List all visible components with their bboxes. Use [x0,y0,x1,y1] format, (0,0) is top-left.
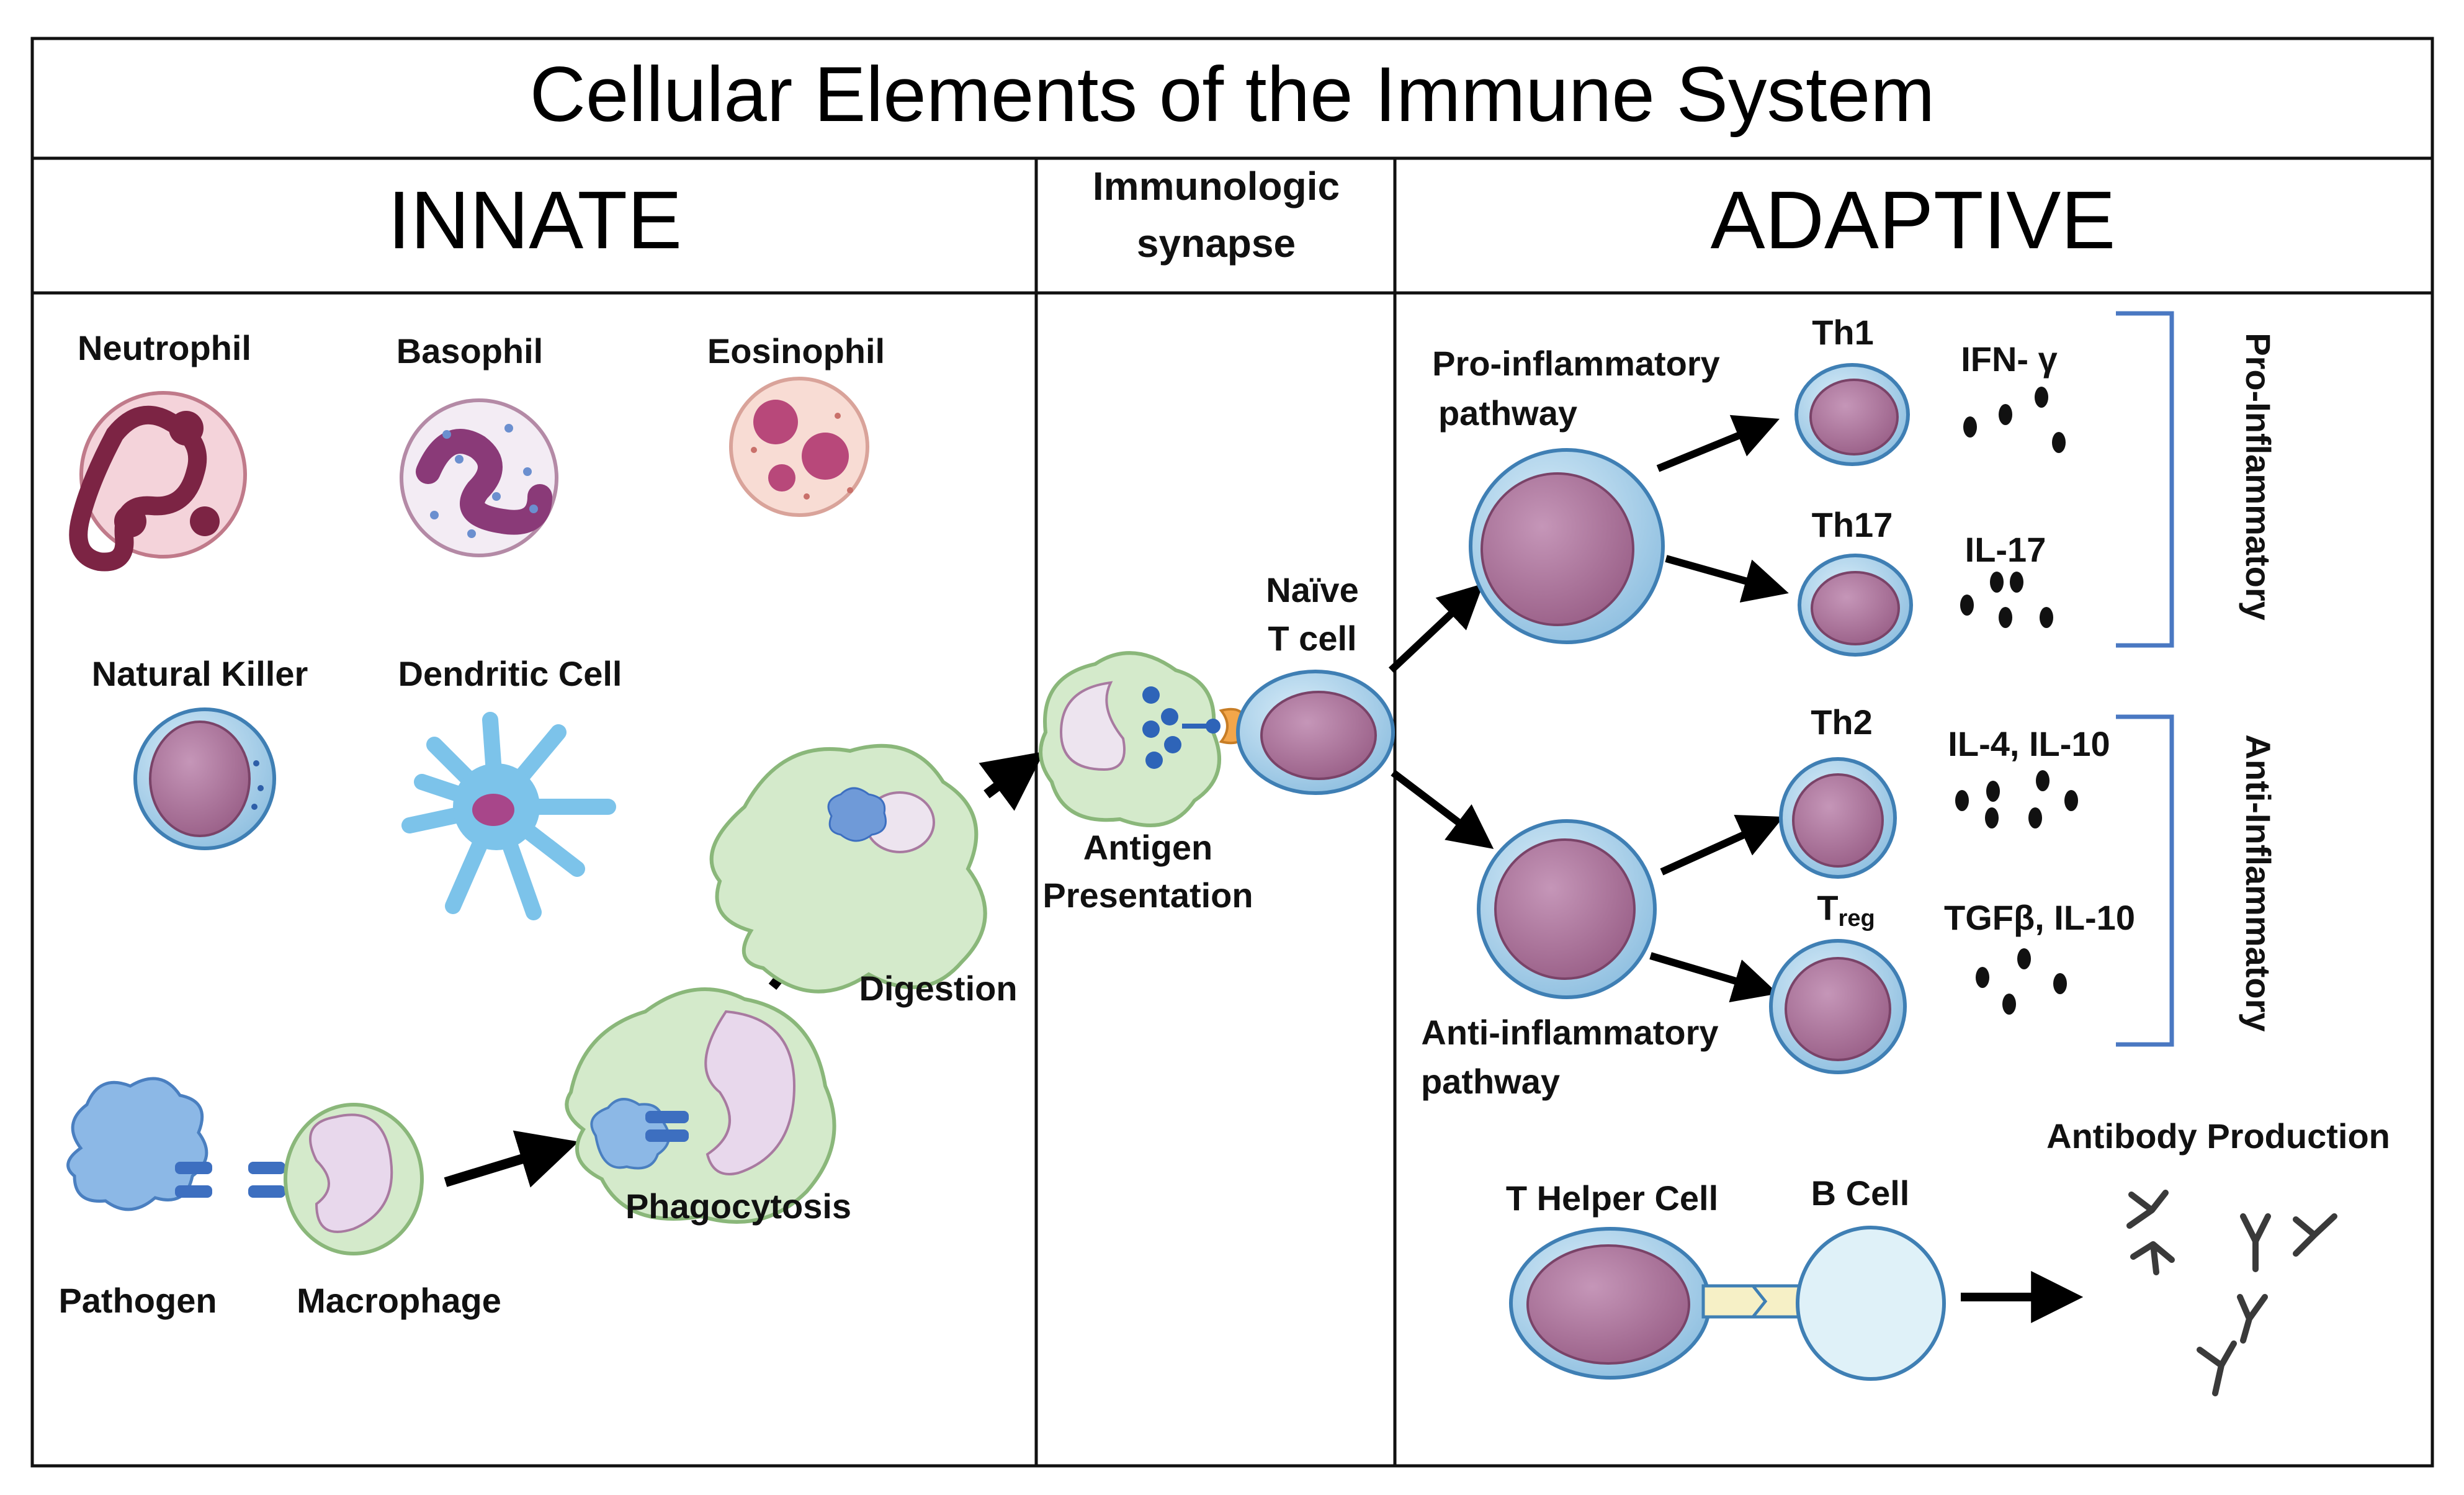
b-cell [1796,1226,1946,1381]
adaptive-header: ADAPTIVE [1711,174,2116,266]
treg-label: Treg [1817,888,1875,932]
il4-il10-cytokines [1955,770,2078,828]
eosinophil-label: Eosinophil [707,331,885,370]
arrow-anti-to-th2 [1660,814,1784,876]
il4-il10-label: IL-4, IL-10 [1948,724,2110,763]
pathogen-label: Pathogen [58,1281,217,1320]
antigen-presenting-cell [1039,651,1221,827]
t-helper-cell-label: T Helper Cell [1506,1178,1718,1218]
th2-label: Th2 [1811,703,1873,742]
anti-pathway-label-line2: pathway [1421,1062,1560,1101]
arrow-naive-to-pro [1388,583,1484,673]
th1-cell [1794,363,1910,466]
anti-pathway-label-line1: Anti-inflammatory [1421,1013,1718,1052]
il17-label: IL-17 [1965,530,2046,569]
naive-t-cell-label-line2: T cell [1268,619,1356,658]
arrow-anti-to-treg [1649,952,1778,1003]
basophil-label: Basophil [396,331,543,370]
arrow-naive-to-anti [1391,770,1494,850]
t-helper-cell [1509,1227,1711,1380]
page-title: Cellular Elements of the Immune System [530,52,1935,138]
basophil-cell [400,398,558,557]
anti-inflammatory-side-label: Anti-Inflammatory [2239,734,2278,1031]
ifn-gamma-cytokines [1963,387,2066,453]
pro-pathway-label-line1: Pro-inflammatory [1432,344,1720,383]
b-cell-label: B Cell [1811,1174,1910,1213]
arrow-pro-to-th17 [1665,555,1789,603]
natural-killer-cell [133,707,276,850]
ifn-gamma-label: IFN- γ [1961,339,2058,379]
arrow-macrophage-to-phagocytosis [444,1130,579,1188]
treg-label-main: T [1817,888,1838,927]
antigen-presentation-label-line2: Presentation [1042,876,1253,915]
treg-cell [1769,939,1907,1074]
naive-t-cell [1236,670,1395,795]
phagocytosis-label: Phagocytosis [625,1187,851,1226]
th17-cell [1798,554,1913,657]
dendritic-cell [401,712,616,920]
pro-inflammatory-cell [1469,448,1665,644]
antigen-presentation-label-line1: Antigen [1083,828,1212,867]
pro-pathway-label-line2: pathway [1438,393,1577,433]
pro-inflammatory-bracket [2116,311,2174,648]
synapse-header-line2: synapse [1137,221,1296,266]
t-b-synapse-connector [1701,1284,1808,1319]
neutrophil-label: Neutrophil [78,328,251,367]
naive-t-cell-label-line1: Naïve [1266,570,1358,609]
il17-cytokines [1960,572,2053,628]
anti-inflammatory-cell [1477,819,1657,999]
th1-label: Th1 [1812,313,1874,352]
neutrophil-cell [69,391,247,572]
digestion-cell [709,743,987,994]
digestion-label: Digestion [859,969,1017,1008]
tgfb-il10-label: TGFβ, IL-10 [1944,898,2135,937]
pathogen [66,1077,212,1211]
innate-header: INNATE [388,174,682,266]
arrow-pro-to-th1 [1656,415,1780,472]
dendritic-cell-label: Dendritic Cell [398,654,622,693]
th17-label: Th17 [1812,505,1893,544]
table-frame [30,37,2434,1468]
anti-inflammatory-bracket [2116,714,2174,1047]
macrophage-label: Macrophage [297,1281,501,1320]
natural-killer-label: Natural Killer [92,654,308,693]
arrow-digestion-to-antigen [979,751,1045,811]
phagocytosis-cell [565,987,836,1224]
pro-inflammatory-side-label: Pro-Inflammatory [2239,333,2278,621]
tgfb-il10-cytokines [1976,948,2067,1015]
treg-label-sub: reg [1839,905,1875,932]
eosinophil-cell [729,377,869,517]
th2-cell [1779,757,1897,879]
synapse-header-line1: Immunologic [1093,164,1340,209]
antibodies [2126,1190,2337,1396]
macrophage [248,1103,424,1255]
antibody-production-label: Antibody Production [2046,1116,2390,1156]
